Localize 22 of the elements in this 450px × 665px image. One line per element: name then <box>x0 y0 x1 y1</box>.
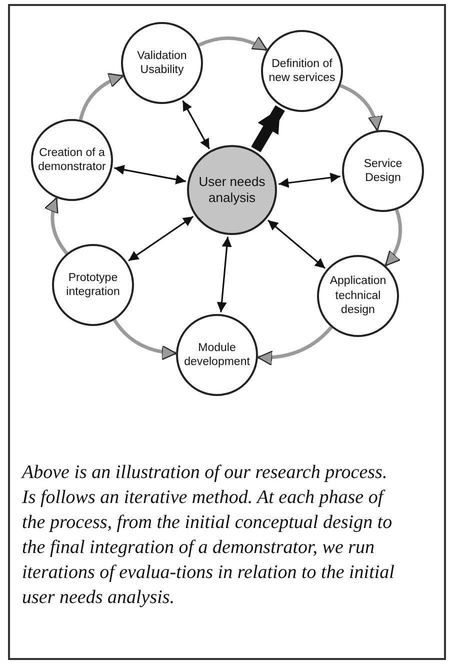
double-arrow <box>128 216 194 262</box>
node-label: Service Design <box>362 156 404 186</box>
curved-arrow <box>113 318 177 360</box>
node-label: Prototype integration <box>65 270 121 300</box>
caption: Above is an illustration of our research process. Is follows an iterative method. At each phase of the process, from the initial conceptual design to the final integration of a demonstrator, we run iterations of evalua-tions in relation to the initial user needs analysis. <box>22 461 396 610</box>
double-arrow <box>182 100 210 150</box>
arrow <box>251 105 285 152</box>
node-label: Module development <box>183 340 251 370</box>
node-label: Definition of new services <box>268 56 336 86</box>
node-label: Validation Usability <box>136 48 188 78</box>
curved-arrow <box>44 197 68 255</box>
curved-arrow <box>384 209 402 267</box>
curved-arrow <box>257 326 333 366</box>
curved-arrow <box>340 84 382 131</box>
node-label: Creation of a demonstrator <box>37 146 107 174</box>
double-arrow <box>114 164 186 184</box>
double-arrow <box>278 172 340 188</box>
double-arrow <box>216 236 232 312</box>
node-label: Application technical design <box>328 274 388 318</box>
node-label: User needs analysis <box>198 174 266 206</box>
curved-arrow <box>198 36 268 52</box>
double-arrow <box>267 220 326 269</box>
